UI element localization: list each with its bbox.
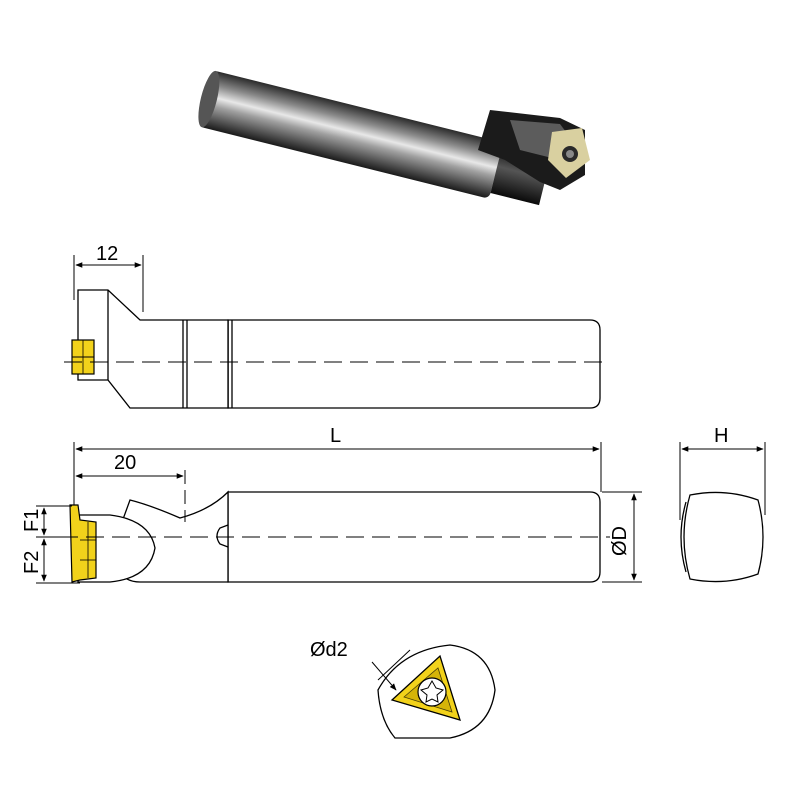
insert-detail <box>371 644 496 739</box>
dim-height <box>679 442 766 520</box>
dim-top-offset-label: 12 <box>96 243 118 265</box>
dim-top-offset <box>73 255 144 312</box>
end-view <box>680 491 764 583</box>
dim-length-label: L <box>330 425 341 447</box>
tool-photo <box>198 70 590 206</box>
dim-f1-label: F1 <box>21 509 43 532</box>
dim-f2-label: F2 <box>21 551 43 574</box>
dim-diameter-label: ØD <box>609 526 631 556</box>
dim-length <box>73 442 602 505</box>
top-view <box>77 289 601 409</box>
insert-hole-label: Ød2 <box>310 639 348 661</box>
dim-diameter <box>602 491 642 583</box>
top-view-insert <box>71 339 95 375</box>
dim-height-label: H <box>714 425 728 447</box>
dim-f1-f2 <box>36 505 80 584</box>
side-view-insert <box>69 504 97 583</box>
dim-bottom-offset-label: 20 <box>114 452 136 474</box>
side-view <box>77 490 601 583</box>
